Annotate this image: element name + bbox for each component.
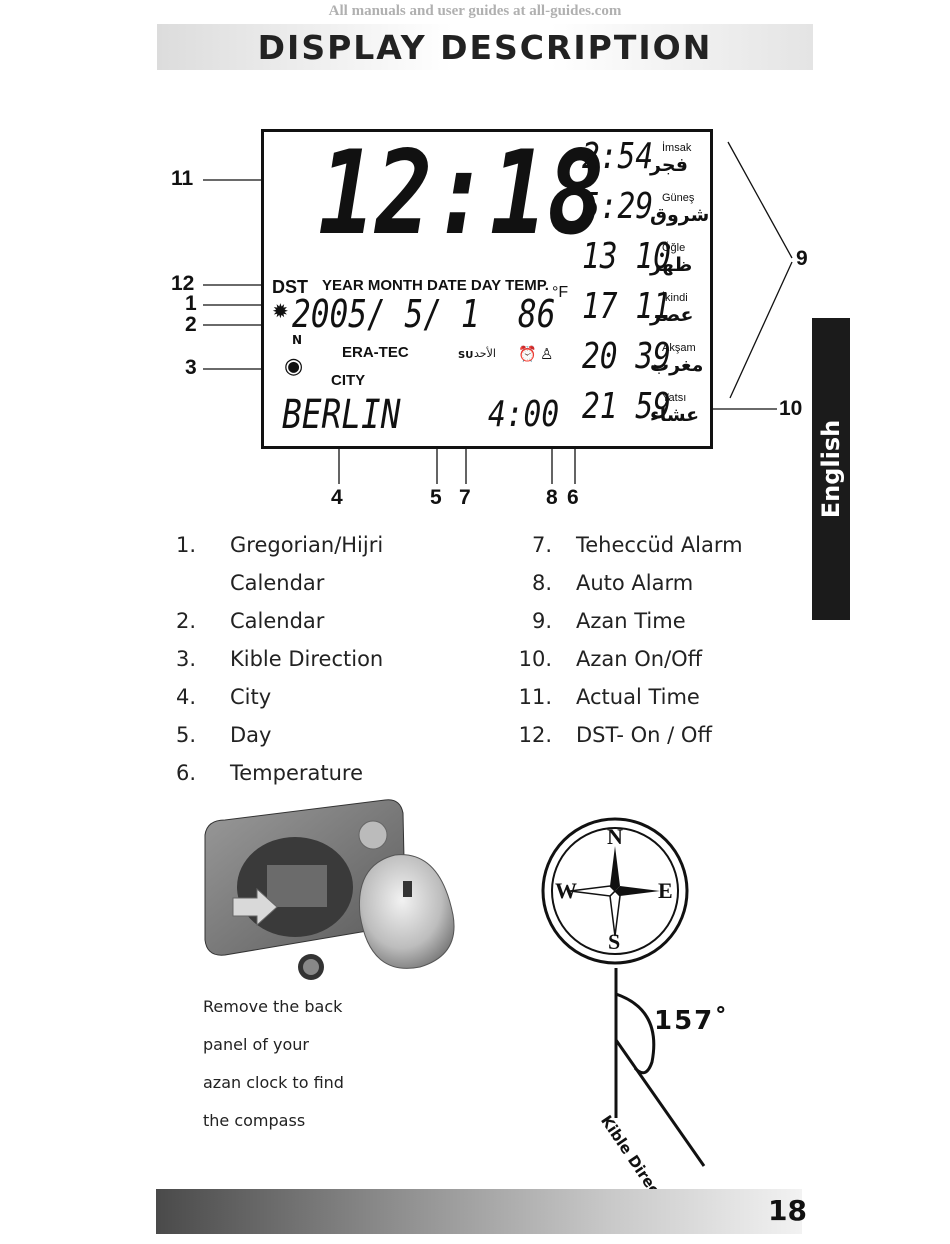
prayer-name: Öğle: [662, 242, 686, 254]
callout-4: 4: [331, 486, 343, 509]
day-arabic: الأحد: [474, 347, 496, 360]
legend-number: 2.: [175, 609, 196, 633]
sun-icon: ✹: [272, 299, 289, 323]
legend-number: 5.: [175, 723, 196, 747]
prayer-time: 2:54: [582, 136, 654, 177]
callout-2: 2: [185, 313, 197, 336]
compass-north-label: N: [607, 824, 623, 849]
watermark: All manuals and user guides at all-guide…: [328, 3, 622, 19]
prayer-row: 2:54 İmsak فجر: [582, 134, 710, 184]
date-headers: YEAR MONTH DATE DAY TEMP.: [322, 277, 549, 294]
legend-label: Day: [230, 723, 272, 747]
day-value: SU: [458, 350, 474, 361]
callout-11: 11: [171, 167, 194, 190]
language-tab: English: [812, 318, 850, 620]
legend-label: Teheccüd Alarm: [576, 533, 743, 557]
footer-band: [156, 1189, 802, 1234]
callout-6: 6: [567, 486, 579, 509]
prayer-time: 5:29: [582, 186, 654, 227]
prayer-name-arabic: عشاء: [650, 404, 700, 426]
legend-label: City: [230, 685, 272, 709]
prayer-time: 21 59: [582, 386, 671, 427]
teheccud-alarm-icon: ⏰: [518, 345, 537, 363]
prayer-row: 17 11 İkindi عصر: [582, 284, 710, 334]
compass-icon: [541, 817, 689, 965]
compass-west-label: W: [555, 878, 577, 903]
legend-number: 6.: [175, 761, 196, 785]
kible-angle-value: 157˚: [654, 1006, 730, 1036]
legend-label: Calendar: [230, 571, 325, 595]
prayer-name-arabic: عصر: [650, 304, 694, 326]
legend-number: 12.: [518, 723, 552, 747]
prayer-name-arabic: شروق: [650, 204, 710, 226]
legend-label: Gregorian/Hijri: [230, 533, 384, 557]
prayer-row: 5:29 Güneş شروق: [582, 184, 710, 234]
prayer-name: İkindi: [662, 292, 688, 304]
legend-number: 11.: [518, 685, 552, 709]
legend-label: Azan Time: [576, 609, 686, 633]
dst-indicator: DST: [272, 277, 308, 297]
legend-label: DST- On / Off: [576, 723, 712, 747]
title-band: [157, 24, 813, 70]
lcd-display: 12:18 DST YEAR MONTH DATE DAY TEMP. ✹ 20…: [261, 126, 713, 449]
compass-east-label: E: [658, 878, 673, 903]
prayer-time: 17 11: [582, 286, 671, 327]
legend-label: Calendar: [230, 609, 325, 633]
compass-n-mark: N: [292, 333, 303, 347]
auto-alarm-icon: ♙: [540, 345, 554, 363]
city-label: CITY: [331, 372, 366, 389]
caption-line: the compass: [203, 1111, 306, 1130]
legend-label: Temperature: [230, 761, 364, 785]
clock-back-photo: [204, 799, 455, 980]
actual-time: 12:18: [318, 126, 605, 261]
prayer-name-arabic: مغرب: [650, 354, 704, 376]
temperature-value: 86: [518, 292, 556, 336]
legend-label: Auto Alarm: [576, 571, 694, 595]
prayer-name-arabic: ظهر: [650, 254, 693, 276]
legend-number: 8.: [531, 571, 552, 595]
temperature-unit: °F: [552, 284, 569, 301]
compass-south-label: S: [608, 929, 621, 954]
compass-caption: Remove the back panel of your azan clock…: [203, 988, 403, 1140]
legend-number: 4.: [175, 685, 196, 709]
alarm-time: 4:00: [488, 394, 560, 435]
legend-label: Azan On/Off: [576, 647, 703, 671]
prayer-time: 13 10: [582, 236, 671, 277]
page-title: DISPLAY DESCRIPTION: [257, 28, 713, 67]
prayer-name: Güneş: [662, 192, 695, 204]
legend-number: 9.: [531, 609, 552, 633]
prayer-name: Yatsı: [662, 392, 687, 404]
callout-9: 9: [796, 247, 808, 270]
legend-number: 7.: [531, 533, 552, 557]
callout-5: 5: [430, 486, 442, 509]
caption-line: Remove the back: [203, 997, 343, 1016]
prayer-row: 13 10 Öğle ظهر: [582, 234, 710, 284]
callout-8: 8: [546, 486, 558, 509]
prayer-row: 21 59 Yatsı عشاء: [582, 384, 710, 434]
kible-direction-icon: ◉: [284, 354, 304, 379]
prayer-name: Akşam: [662, 342, 696, 354]
legend-label: Actual Time: [576, 685, 700, 709]
legend-number: 1.: [175, 533, 196, 557]
callout-3: 3: [185, 356, 197, 379]
page-number: 18: [768, 1194, 807, 1227]
legend-label: Kible Direction: [230, 647, 384, 671]
city-name: BERLIN: [282, 392, 401, 438]
prayer-time: 20 39: [582, 336, 671, 377]
callout-12: 12: [171, 272, 195, 295]
callout-7: 7: [459, 486, 471, 509]
caption-line: panel of your: [203, 1035, 309, 1054]
legend-number: 3.: [175, 647, 196, 671]
callout-10: 10: [779, 397, 803, 420]
date-value: 2005/ 5/ 1: [292, 292, 480, 336]
prayer-name: İmsak: [662, 142, 692, 154]
legend-number: 10.: [518, 647, 552, 671]
callout-1: 1: [185, 292, 197, 315]
brand-name: ERA-TEC: [342, 344, 409, 361]
prayer-name-arabic: فجر: [650, 154, 688, 176]
prayer-row: 20 39 Akşam مغرب: [582, 334, 710, 384]
caption-line: azan clock to find: [203, 1073, 344, 1092]
